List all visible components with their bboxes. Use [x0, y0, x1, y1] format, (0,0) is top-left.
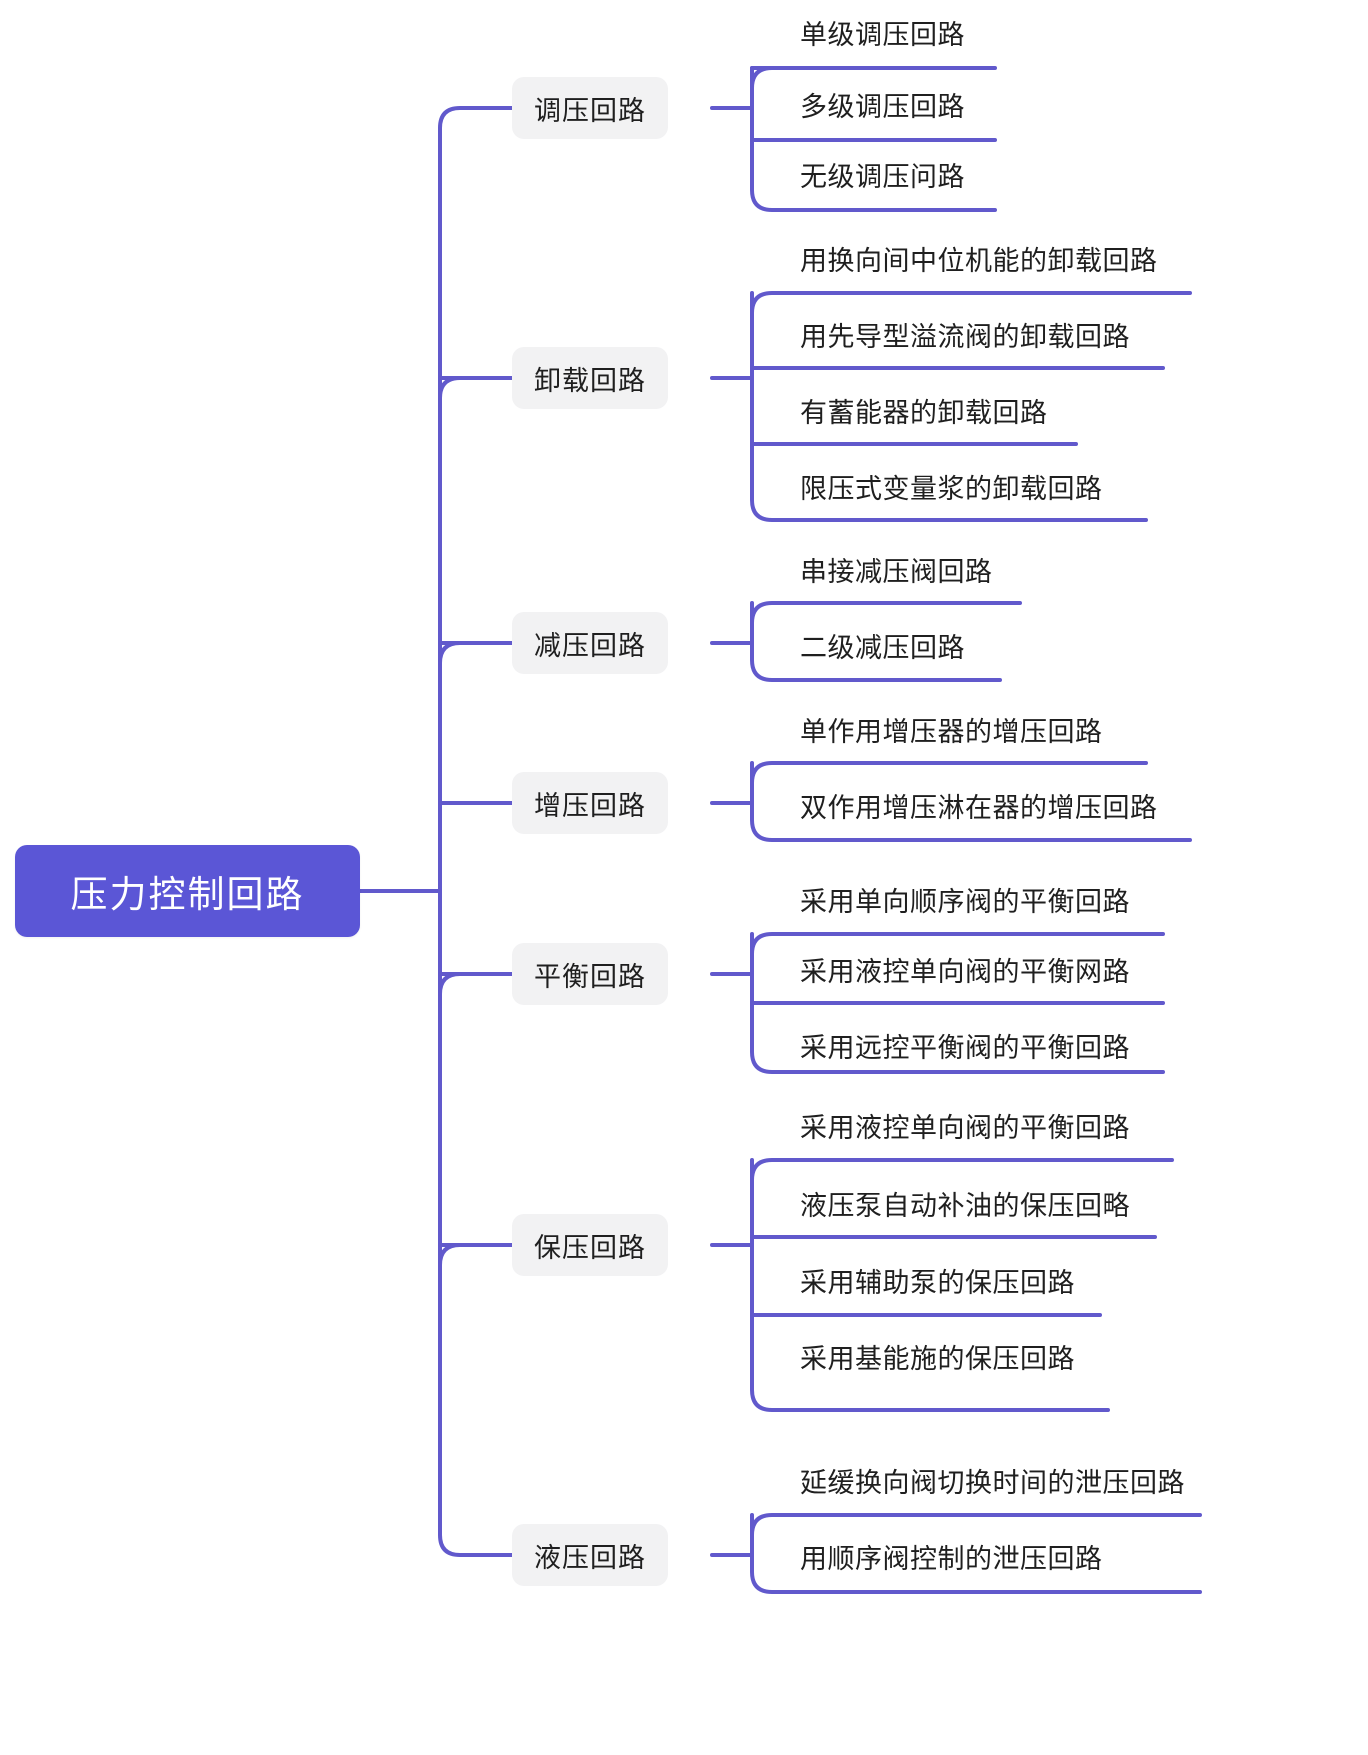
b6-leaf-1-underline [750, 1158, 1174, 1182]
branch-elbow-3 [438, 641, 462, 665]
leaf-node-7-1[interactable]: 延缓换向阀切换时间的泄压回路 [800, 1467, 1185, 1498]
leaf-node-2-4[interactable]: 限压式变量浆的卸载回路 [800, 473, 1103, 504]
branch-elbow-5 [438, 972, 462, 996]
branch-node-3[interactable]: 减压回路 [512, 612, 668, 674]
spine-down-to-branch-7 [438, 889, 514, 1557]
root-node[interactable]: 压力控制回路 [15, 845, 360, 937]
branch-elbow-2 [438, 376, 462, 400]
leaf-node-2-1[interactable]: 用换向间中位机能的卸载回路 [800, 245, 1158, 276]
spine-up-to-branch-1 [438, 106, 514, 893]
branch-node-5[interactable]: 平衡回路 [512, 943, 668, 1005]
leaf-node-2-2[interactable]: 用先导型溢流阀的卸载回路 [800, 321, 1130, 352]
leaf-node-6-3[interactable]: 采用辅助泵的保压回路 [800, 1267, 1075, 1298]
leaf-node-6-1[interactable]: 采用液控单向阀的平衡回路 [800, 1112, 1130, 1143]
branch-node-1[interactable]: 调压回路 [512, 77, 668, 139]
branch-node-7[interactable]: 液压回路 [512, 1524, 668, 1586]
branch-node-6[interactable]: 保压回路 [512, 1214, 668, 1276]
leaf-node-7-2[interactable]: 用顺序阀控制的泄压回路 [800, 1543, 1103, 1574]
leaf-node-5-3[interactable]: 采用远控平衡阀的平衡回路 [800, 1032, 1130, 1063]
leaf-node-5-2[interactable]: 采用液控单向阀的平衡网路 [800, 956, 1130, 987]
leaf-node-6-4[interactable]: 采用基能施的保压回路 [800, 1343, 1075, 1374]
branch-node-2[interactable]: 卸载回路 [512, 347, 668, 409]
leaf-node-1-2[interactable]: 多级调压回路 [800, 91, 965, 122]
leaf-node-6-2[interactable]: 液压泵自动补油的保压回略 [800, 1190, 1130, 1221]
leaf-node-1-3[interactable]: 无级调压问路 [800, 161, 965, 192]
branch-node-4[interactable]: 增压回路 [512, 772, 668, 834]
branch-elbow-6 [438, 1243, 462, 1267]
b7-leaf-1-underline [750, 1513, 1202, 1537]
leaf-node-4-1[interactable]: 单作用增压器的增压回路 [800, 716, 1103, 747]
leaf-node-2-3[interactable]: 有蓄能器的卸载回路 [800, 397, 1048, 428]
leaf-node-1-1[interactable]: 单级调压回路 [800, 19, 965, 50]
leaf-node-5-1[interactable]: 采用单向顺序阀的平衡回路 [800, 886, 1130, 917]
leaf-node-3-1[interactable]: 串接减压阀回路 [800, 556, 993, 587]
b2-leaf-1-underline [750, 291, 1192, 315]
b3-leaf-1-underline [750, 601, 1022, 625]
b1-corner-top [750, 66, 774, 90]
leaf-node-3-2[interactable]: 二级减压回路 [800, 632, 965, 663]
b4-leaf-1-underline [750, 761, 1148, 785]
leaf-node-4-2[interactable]: 双作用增压淋在器的增压回路 [800, 792, 1158, 823]
